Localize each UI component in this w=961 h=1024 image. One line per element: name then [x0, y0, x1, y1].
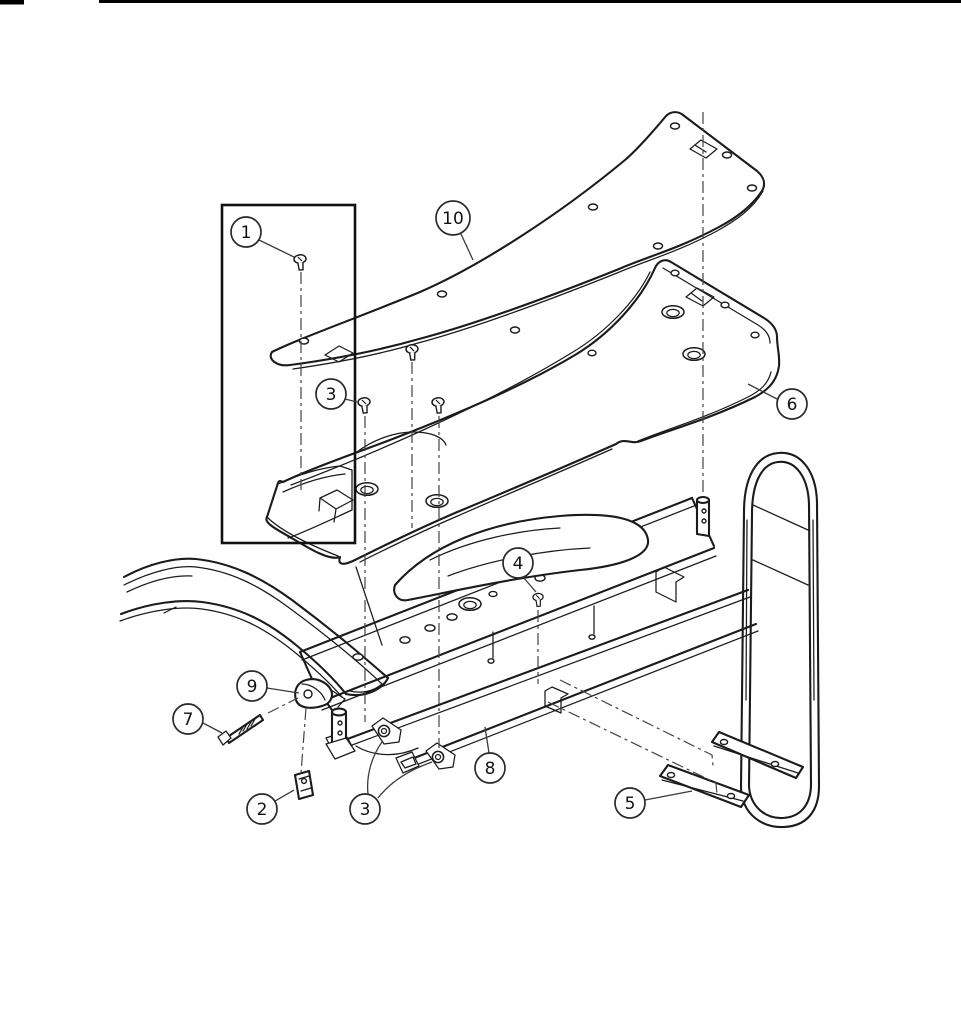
part-post-right — [695, 495, 711, 538]
part-body-tray — [265, 259, 781, 565]
detail-box — [220, 203, 357, 545]
callout-label: 3 — [326, 385, 337, 405]
callout-6: 6 — [747, 383, 808, 420]
callout-label: 10 — [442, 209, 464, 229]
screw-item-3b — [430, 396, 446, 415]
body-latch-notch — [685, 287, 715, 307]
part-bolt — [217, 713, 265, 746]
body-footwell-pocket — [277, 465, 354, 539]
callout-4: 4 — [502, 547, 537, 593]
callout-label: 4 — [513, 554, 524, 574]
rail-clamp-bracket-right — [425, 742, 456, 770]
screw-item-4 — [532, 592, 545, 608]
assembly-centerlines — [267, 112, 718, 796]
part-mounting-plate-upper — [710, 730, 805, 780]
callout-2: 2 — [246, 789, 295, 825]
part-post-left — [325, 707, 356, 760]
callout-label: 9 — [247, 677, 258, 697]
callout-5: 5 — [614, 787, 693, 819]
part-top-panel — [269, 111, 766, 370]
page-corner-mark — [0, 0, 24, 5]
panel-corner-hole — [324, 345, 354, 363]
callout-3-upper: 3 — [315, 378, 358, 410]
callout-label: 7 — [183, 710, 194, 730]
callout-label: 6 — [787, 395, 798, 415]
screw-item-1 — [292, 253, 308, 272]
part-mounting-plate-lower — [658, 763, 751, 809]
screw-item-3a — [356, 396, 372, 415]
part-rail-front — [395, 622, 759, 774]
rail-clamp-bracket-left — [371, 717, 402, 745]
screw-panel — [404, 343, 420, 362]
part-latch-bracket — [294, 678, 346, 709]
callout-8: 8 — [474, 726, 506, 784]
callout-7: 7 — [172, 703, 223, 735]
callout-label: 8 — [485, 759, 496, 779]
part-bag-rack-loop — [739, 451, 821, 829]
panel-latch-notch — [689, 139, 718, 159]
callout-label: 1 — [241, 223, 252, 243]
callout-10: 10 — [435, 200, 474, 261]
part-clip-nut — [293, 769, 315, 801]
callout-label: 3 — [360, 800, 371, 820]
part-fender-sweep — [119, 557, 390, 698]
callout-1: 1 — [230, 216, 295, 258]
callout-3-lower: 3 — [349, 741, 433, 825]
callout-9: 9 — [236, 670, 300, 702]
page-top-rule — [99, 0, 961, 3]
callout-label: 2 — [257, 800, 268, 820]
callout-label: 5 — [625, 794, 636, 814]
